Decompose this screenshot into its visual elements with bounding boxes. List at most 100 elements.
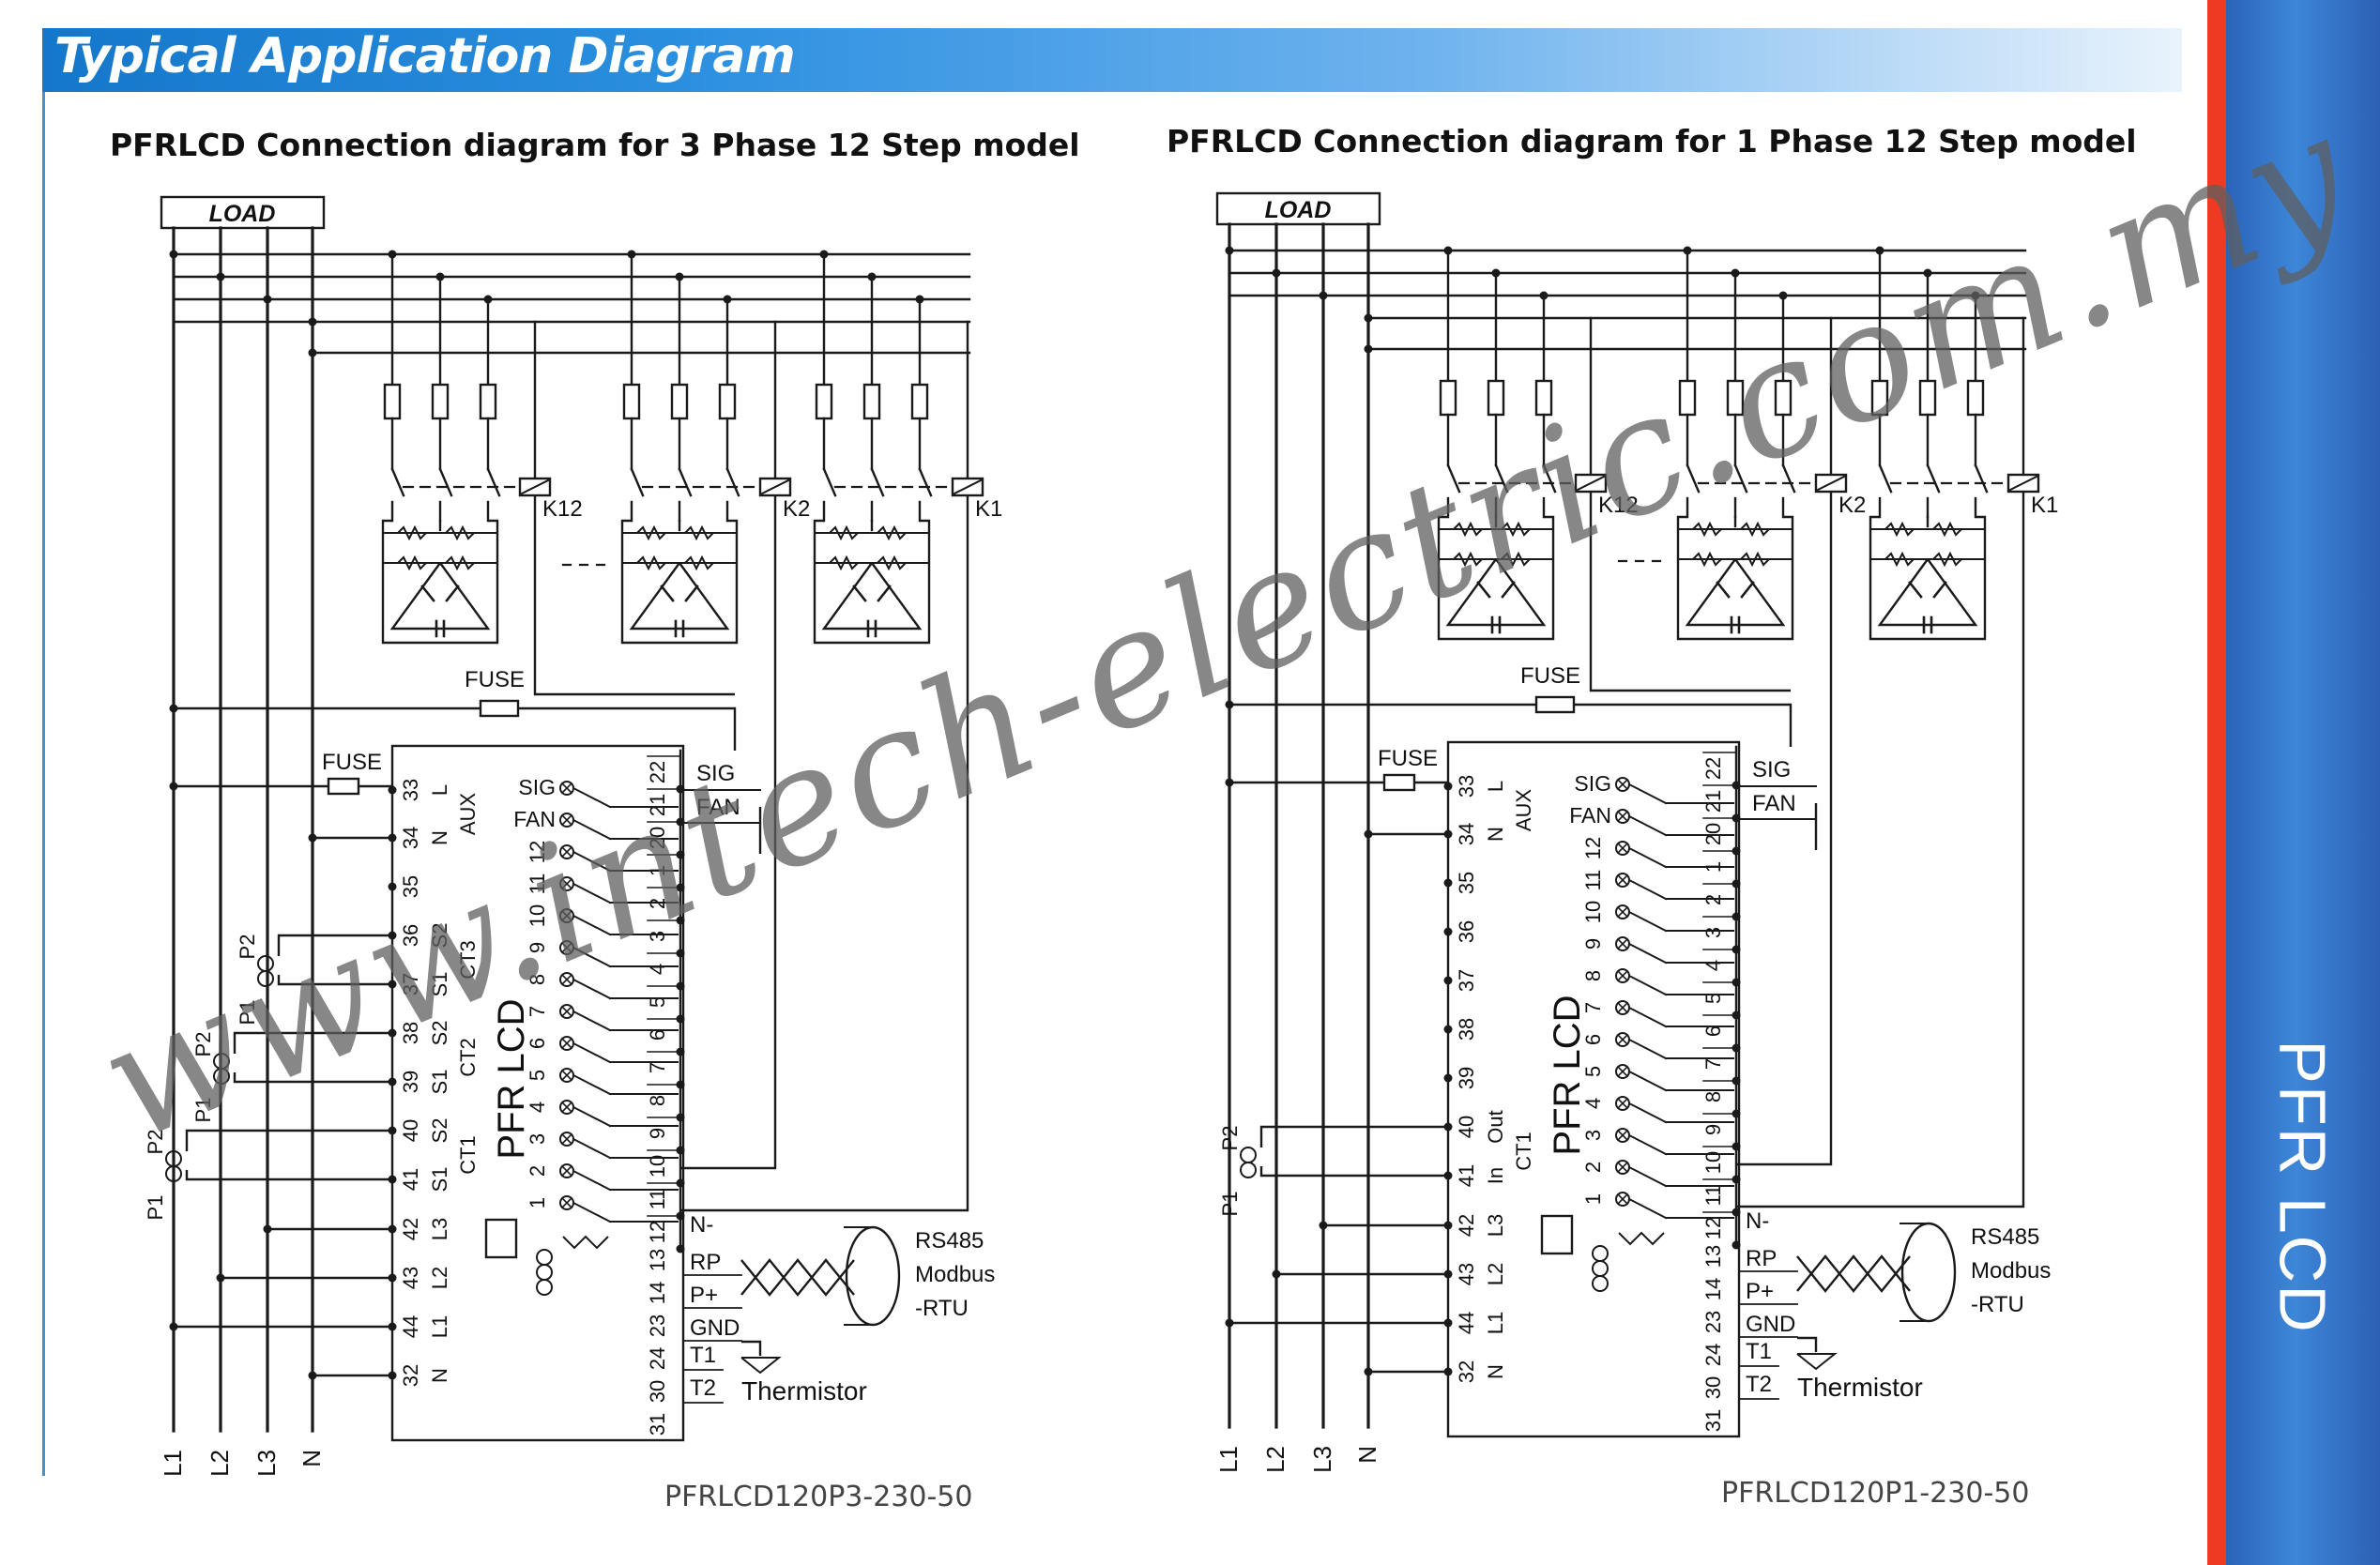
- relay-terminal-mark: [1616, 1129, 1629, 1142]
- bank-frame: [1869, 515, 1987, 641]
- capacitor-plate: [660, 585, 675, 602]
- contactor-label: K12: [542, 496, 583, 522]
- isolation-coil: [536, 1249, 553, 1266]
- relay-terminal-mark: [1616, 810, 1629, 823]
- tap-junction: [819, 250, 829, 259]
- contactor-label: K2: [1838, 493, 1866, 518]
- right-terminal-12: 12: [1701, 1217, 1725, 1239]
- right-terminal-6: 6: [1701, 1026, 1725, 1037]
- contact-blade: [1878, 463, 1893, 494]
- isolation-coil: [1592, 1275, 1609, 1292]
- thermistor-terminal-31: 31: [646, 1413, 669, 1436]
- coil-mark: [1576, 475, 1606, 492]
- relay-label-6: 6: [1581, 1034, 1605, 1045]
- side-panel: [2226, 0, 2380, 1565]
- fuse-0-0: [1439, 379, 1457, 417]
- load-label: LOAD: [1265, 197, 1332, 223]
- isolation-coil: [1592, 1260, 1609, 1277]
- left-terminal-39: 39: [1455, 1067, 1478, 1089]
- ct-wire: [277, 975, 392, 986]
- resistor: [636, 524, 666, 541]
- right-terminal-22: 22: [1701, 757, 1725, 780]
- left-terminal-37: 37: [399, 973, 422, 995]
- group-label-ct1: CT1: [1512, 1132, 1535, 1171]
- relay-terminal-mark: [560, 782, 573, 795]
- left-terminal-38: 38: [399, 1022, 422, 1044]
- comm-terminal-23: 23: [646, 1314, 669, 1337]
- capacitor-delta: [821, 562, 923, 631]
- ct-coil: [1240, 1162, 1257, 1178]
- ct-coil: [213, 1068, 230, 1085]
- relay-contact: [1627, 814, 1668, 837]
- relay-label-2: 2: [526, 1165, 549, 1177]
- thermistor-label: Thermistor: [1797, 1373, 1923, 1402]
- left-terminal-42: 42: [1455, 1214, 1478, 1237]
- right-terminal-9: 9: [1701, 1124, 1725, 1135]
- relay-label-2: 2: [1581, 1162, 1605, 1173]
- resistor: [877, 524, 907, 541]
- left-terminal-signal: Out: [1484, 1110, 1507, 1143]
- accent-strip: [2207, 0, 2226, 1565]
- relay-label-5: 5: [1581, 1066, 1605, 1077]
- group-label-ct3: CT3: [456, 940, 480, 980]
- relay-contact: [572, 978, 612, 1000]
- coil-mark: [520, 479, 550, 495]
- contact-blade: [725, 467, 740, 497]
- right-terminal-7: 7: [646, 1062, 669, 1073]
- resistor: [684, 524, 714, 541]
- comm-label-rp: RP: [690, 1250, 721, 1275]
- relay-terminal-mark: [1616, 778, 1629, 791]
- fuse-1-1: [670, 383, 689, 420]
- relay-label-9: 9: [526, 942, 549, 953]
- contact-blade: [390, 467, 405, 497]
- ct-p2-label: P2: [1218, 1126, 1242, 1151]
- relay-terminal-mark: [1616, 1033, 1629, 1046]
- resistor: [1740, 521, 1770, 538]
- ct-wire: [185, 1170, 392, 1181]
- relay-terminal-mark: [1616, 969, 1629, 982]
- left-terminal-signal: L3: [1484, 1214, 1507, 1237]
- resistor: [445, 524, 475, 541]
- relay-terminal-mark: [560, 973, 573, 986]
- relay-contact: [1627, 1038, 1668, 1060]
- contact-blade: [1446, 463, 1461, 494]
- right-terminal-9: 9: [646, 1128, 669, 1139]
- thermistor-terminal-label: T2: [1746, 1372, 1772, 1397]
- bus-junction: [169, 250, 178, 259]
- coil-mark: [760, 479, 790, 495]
- rs485-label: RS485: [915, 1228, 984, 1254]
- tap-junction: [483, 295, 493, 304]
- contact-blade: [918, 467, 933, 497]
- relay-contact: [1627, 878, 1668, 901]
- left-terminal-33: 33: [399, 779, 422, 801]
- resistor: [1501, 551, 1531, 568]
- coil-return-k2: [1736, 492, 1833, 1166]
- right-terminal-11: 11: [646, 1189, 669, 1210]
- relay-contact: [572, 1010, 612, 1032]
- left-terminal-signal: N: [1484, 1364, 1507, 1379]
- model-code-3phase: PFRLCD120P3-230-50: [664, 1481, 973, 1513]
- left-terminal-41: 41: [1455, 1164, 1478, 1187]
- left-terminal-signal: N: [428, 830, 451, 845]
- relay-terminal-mark: [1616, 842, 1629, 855]
- termination-resistor: [562, 1235, 609, 1250]
- output-fan-label: FAN: [696, 795, 740, 820]
- termination-resistor: [1618, 1231, 1665, 1246]
- left-terminal-34: 34: [1455, 823, 1478, 845]
- fuse-0-0: [383, 383, 402, 420]
- relay-terminal-mark: [560, 1196, 573, 1209]
- relay-terminal-mark: [560, 1005, 573, 1018]
- resistor: [445, 555, 475, 571]
- relay-terminal-mark: [1616, 1161, 1629, 1174]
- isolation-coil: [536, 1279, 553, 1296]
- bus-label-l3: L3: [252, 1450, 281, 1477]
- contact-blade: [1781, 463, 1796, 494]
- resistor: [684, 555, 714, 571]
- left-terminal-signal: S1: [428, 1167, 451, 1193]
- group-label-ct2: CT2: [456, 1038, 480, 1077]
- relay-contact: [572, 786, 612, 809]
- left-terminal-signal: S2: [428, 1118, 451, 1144]
- relay-contact: [572, 946, 612, 968]
- gnd-wire: [741, 1340, 762, 1356]
- left-terminal-35: 35: [399, 875, 422, 898]
